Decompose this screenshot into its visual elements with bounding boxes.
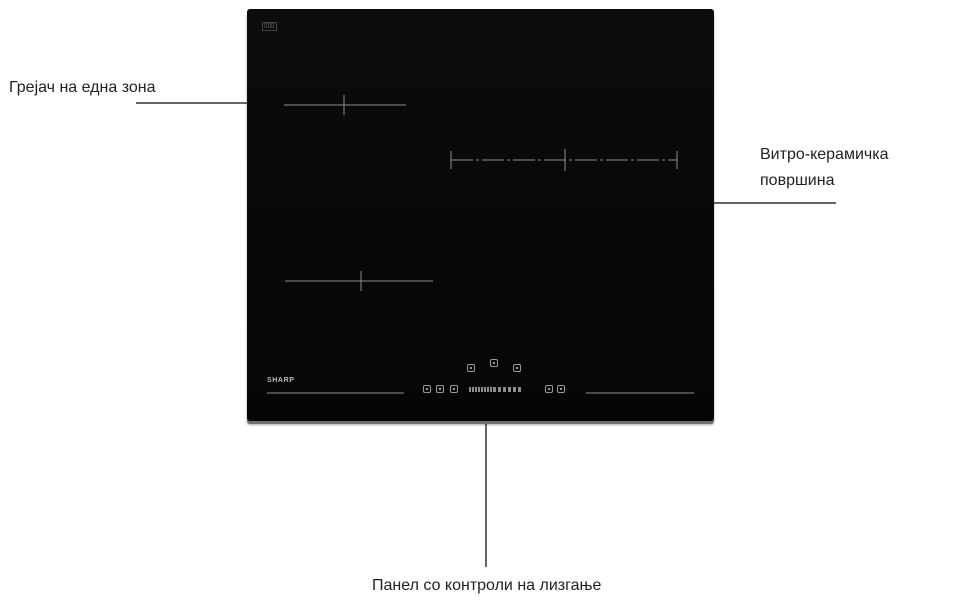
slide-control-leader <box>485 421 487 567</box>
timer-icon[interactable] <box>467 364 475 372</box>
plus-key-icon[interactable] <box>557 385 565 393</box>
pause-icon[interactable] <box>513 364 521 372</box>
lock-icon[interactable] <box>436 385 444 393</box>
single-zone-heater-leader <box>136 102 248 104</box>
boost-icon[interactable] <box>490 359 498 367</box>
slide-control-panel-label: Панел со контроли на лизгање <box>372 577 602 594</box>
minus-key-icon[interactable] <box>545 385 553 393</box>
vitro-ceramic-label-line2: површина <box>760 172 835 189</box>
power-slider[interactable] <box>469 385 521 394</box>
hob-markings <box>267 95 694 394</box>
power-icon[interactable] <box>423 385 431 393</box>
vitro-ceramic-leader <box>714 202 836 204</box>
zone-marker-right <box>450 149 678 171</box>
induction-hob: ▯▯▯ SHARP <box>247 9 714 421</box>
zone-select-icon[interactable] <box>450 385 458 393</box>
single-zone-heater-label: Грејач на една зона <box>9 79 156 96</box>
brand-logo: SHARP <box>267 377 295 384</box>
vitro-ceramic-label-line1: Витро-керамичка <box>760 146 889 163</box>
certification-logo: ▯▯▯ <box>262 22 277 31</box>
